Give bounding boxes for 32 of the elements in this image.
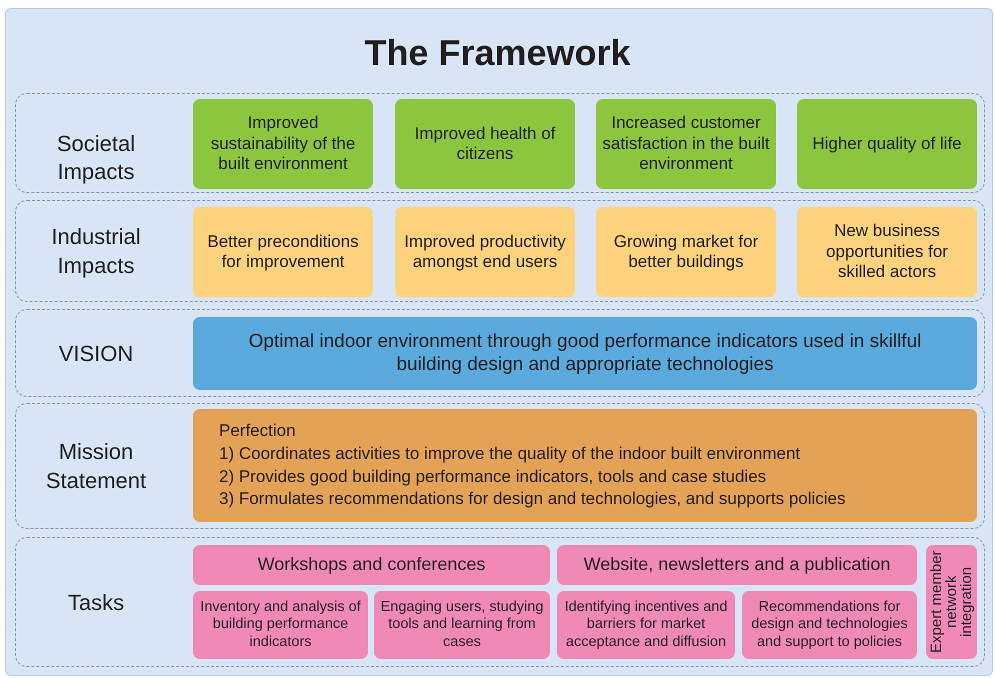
title: The Framework xyxy=(363,32,632,74)
task-card: Workshops and conferences xyxy=(193,545,550,585)
impact-card: New business opportunities for skilled actors xyxy=(797,207,977,297)
row-panel xyxy=(15,403,985,529)
row-heading: Societal Impacts xyxy=(56,130,136,186)
row-panel xyxy=(15,309,985,397)
task-card: Identifying incentives and barriers for market acceptance and diffusion xyxy=(557,591,735,659)
row-panel xyxy=(15,93,985,193)
mission-item: 1) Coordinates activities to improve the quality of the indoor built environment xyxy=(219,442,800,465)
row-heading: Mission Statement xyxy=(44,438,148,495)
impact-card: Increased customer satisfaction in the built environment xyxy=(596,99,776,189)
row-heading: VISION xyxy=(58,340,134,368)
row-heading: Tasks xyxy=(66,588,126,617)
mission-item: 2) Provides good building performance indicators, tools and case studies xyxy=(219,466,766,488)
impact-card: Higher quality of life xyxy=(797,99,977,189)
row-panel xyxy=(15,537,985,667)
row-panel xyxy=(15,200,985,302)
impact-card: Improved sustainability of the built environment xyxy=(193,99,373,189)
impact-card: Growing market for better buildings xyxy=(596,207,776,297)
vision-banner: Optimal indoor environment through good performance indicators used in skillful building design and appropriate technologies xyxy=(193,317,977,390)
task-card: Recommendations for design and technologies and support to policies xyxy=(742,591,917,659)
task-card: Engaging users, studying tools and learning from cases xyxy=(374,591,550,659)
task-card: Website, newsletters and a publication xyxy=(557,545,917,585)
task-label: Expert member network integration xyxy=(929,550,974,656)
impact-card: Improved health of citizens xyxy=(395,99,575,189)
row-heading: Industrial Impacts xyxy=(50,223,142,280)
mission-heading: Perfection xyxy=(219,420,296,442)
task-card: Inventory and analysis of building performance indicators xyxy=(193,591,368,659)
impact-card: Better preconditions for improvement xyxy=(193,207,373,297)
impact-card: Improved productivity amongst end users xyxy=(395,207,575,297)
mission-item: 3) Formulates recommendations for design and technologies, and supports policies xyxy=(219,488,846,510)
mission-card xyxy=(193,409,977,522)
